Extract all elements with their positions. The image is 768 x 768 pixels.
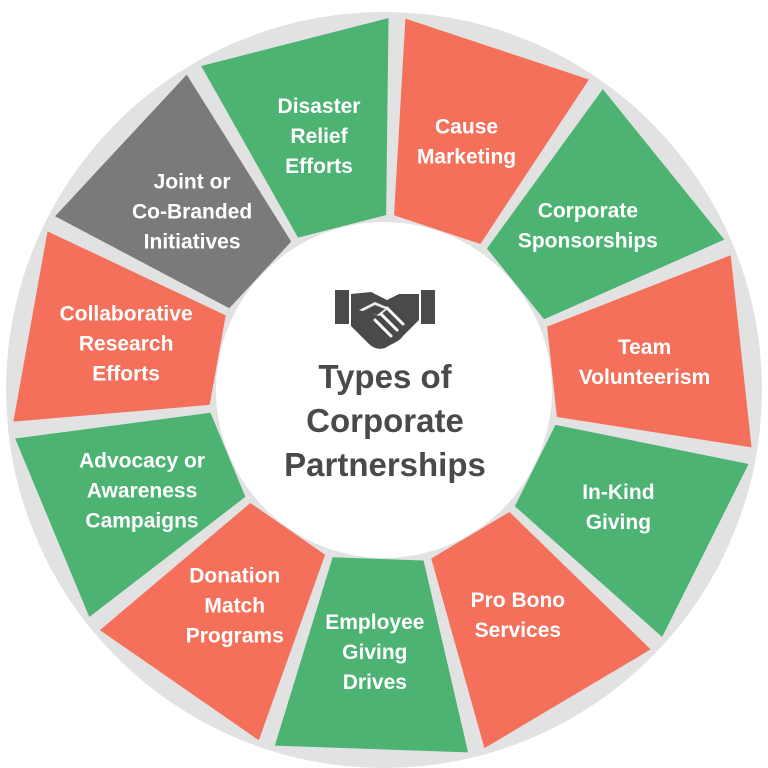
segment-9-label-line-1: Collaborative xyxy=(60,303,193,326)
segment-10 xyxy=(55,74,292,309)
segment-9 xyxy=(13,231,226,422)
segment-2 xyxy=(486,89,725,320)
segments-group xyxy=(13,18,752,753)
segment-10-label-line-3: Initiatives xyxy=(144,231,241,254)
center-hub: Types of Corporate Partnerships xyxy=(284,290,486,483)
segment-11-label-line-2: Relief xyxy=(290,125,348,148)
handshake-icon xyxy=(335,290,435,349)
segment-4 xyxy=(514,424,749,638)
segment-9-label-line-3: Efforts xyxy=(92,363,160,386)
center-title-line-2: Corporate xyxy=(306,402,464,439)
segment-2-label-line-2: Sponsorships xyxy=(518,229,658,252)
segment-5-label-line-2: Services xyxy=(475,619,561,642)
segment-1-label-line-1: Cause xyxy=(435,115,498,138)
segment-9-label-line-2: Research xyxy=(79,333,174,356)
segment-7-label-line-2: Match xyxy=(204,594,265,617)
center-title-line-1: Types of xyxy=(318,358,452,395)
segment-3-label-line-2: Volunteerism xyxy=(579,366,710,389)
segment-8-label-line-2: Awareness xyxy=(87,479,198,502)
segment-4-label-line-1: In-Kind xyxy=(582,481,654,504)
segment-7-label-line-1: Donation xyxy=(189,564,280,587)
segment-3 xyxy=(547,255,752,448)
segment-10-label-line-1: Joint or xyxy=(154,171,231,194)
segment-11-label-line-3: Efforts xyxy=(285,155,353,178)
segment-1-label-line-2: Marketing xyxy=(417,145,516,168)
segment-6-label-line-1: Employee xyxy=(325,611,424,634)
segment-4-label-line-2: Giving xyxy=(586,511,651,534)
segment-5 xyxy=(431,512,651,749)
segment-8-label-line-3: Campaigns xyxy=(85,509,198,532)
segment-11-label-line-1: Disaster xyxy=(278,95,361,118)
segment-2-label-line-1: Corporate xyxy=(538,199,638,222)
segment-8-label-line-1: Advocacy or xyxy=(79,449,205,472)
segment-7 xyxy=(99,502,326,741)
segment-3-label-line-1: Team xyxy=(618,336,671,359)
segment-8 xyxy=(15,412,246,618)
segment-11 xyxy=(201,18,389,238)
segment-7-label-line-3: Programs xyxy=(186,624,284,647)
segment-6 xyxy=(274,557,469,753)
center-title-line-3: Partnerships xyxy=(284,446,486,483)
segment-6-label-line-3: Drives xyxy=(343,671,407,694)
segment-1 xyxy=(394,18,589,244)
segment-5-label-line-1: Pro Bono xyxy=(471,589,566,612)
segment-10-label-line-2: Co-Branded xyxy=(132,201,252,224)
segment-6-label-line-2: Giving xyxy=(342,641,407,664)
